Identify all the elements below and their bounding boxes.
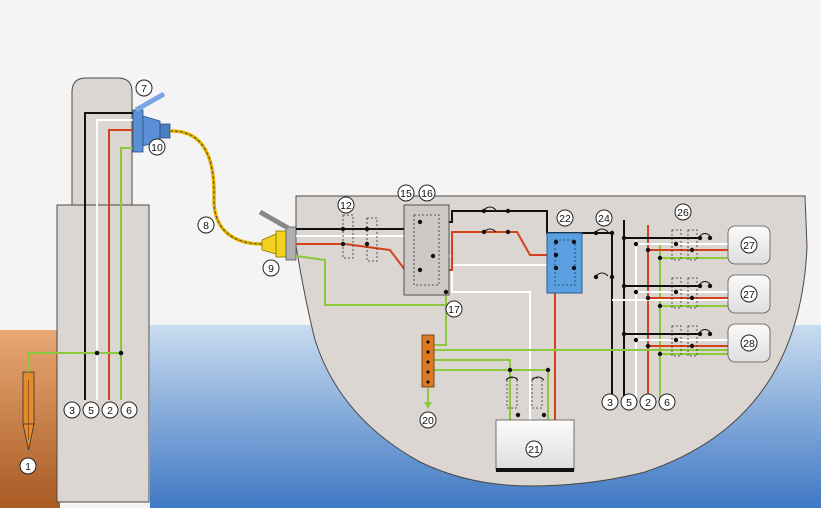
svg-text:17: 17 (448, 304, 460, 316)
breaker-12 (342, 214, 378, 262)
callout-6: 6 (120, 401, 138, 419)
earth-bar-icon (421, 334, 435, 388)
svg-text:9: 9 (268, 263, 274, 275)
callout-10: 10 (148, 138, 166, 156)
svg-text:27: 27 (743, 240, 755, 252)
svg-text:12: 12 (340, 200, 352, 212)
svg-text:27: 27 (743, 289, 755, 301)
callout-12: 12 (337, 196, 355, 214)
svg-text:3: 3 (607, 397, 613, 409)
callout-15: 15 (397, 184, 415, 202)
svg-text:10: 10 (151, 142, 163, 154)
svg-text:3: 3 (69, 405, 75, 417)
callout-21: 21 (525, 440, 543, 458)
svg-text:1: 1 (25, 461, 31, 473)
callout-16: 16 (418, 184, 436, 202)
callout-17: 17 (445, 300, 463, 318)
svg-text:26: 26 (677, 207, 689, 219)
callout-22: 22 (556, 209, 574, 227)
callout-20: 20 (419, 411, 437, 429)
busbar-22-inner (554, 239, 576, 286)
svg-text:20: 20 (422, 415, 434, 427)
callout-2: 2 (101, 401, 119, 419)
junction-dot (118, 350, 124, 356)
svg-text:2: 2 (107, 405, 113, 417)
svg-text:6: 6 (664, 397, 670, 409)
shore-plug-icon (132, 91, 171, 153)
branch-breakers (671, 229, 698, 357)
callout-2-boat: 2 (639, 393, 657, 411)
svg-text:7: 7 (141, 83, 147, 95)
svg-text:6: 6 (126, 405, 132, 417)
callout-1: 1 (19, 457, 37, 475)
callout-5: 5 (82, 401, 100, 419)
callout-27-b: 27 (740, 285, 758, 303)
callout-8: 8 (197, 216, 215, 234)
svg-text:21: 21 (528, 444, 540, 456)
earth-arrow (424, 402, 432, 409)
callout-7: 7 (135, 79, 153, 97)
svg-text:16: 16 (421, 188, 433, 200)
svg-text:24: 24 (598, 213, 610, 225)
svg-text:28: 28 (743, 338, 755, 350)
callout-24: 24 (595, 209, 613, 227)
ground-rod-icon (22, 371, 35, 451)
callouts: 1 3 5 2 6 7 10 8 9 12 15 16 17 20 21 22 … (19, 79, 758, 475)
svg-text:8: 8 (203, 220, 209, 232)
svg-text:2: 2 (645, 397, 651, 409)
svg-text:5: 5 (626, 397, 632, 409)
callout-28: 28 (740, 334, 758, 352)
callout-9: 9 (262, 259, 280, 277)
callout-3-boat: 3 (601, 393, 619, 411)
callout-26: 26 (674, 203, 692, 221)
callout-3: 3 (63, 401, 81, 419)
busbar-22 (546, 232, 583, 294)
callout-5-boat: 5 (620, 393, 638, 411)
isolation-transformer (403, 204, 450, 296)
pedestal-wires (27, 112, 133, 400)
callout-27-a: 27 (740, 236, 758, 254)
transformer-core (413, 214, 440, 286)
svg-text:5: 5 (88, 405, 94, 417)
junction-dots (340, 208, 713, 418)
callout-6-boat: 6 (658, 393, 676, 411)
junction-dot (94, 350, 100, 356)
svg-text:22: 22 (559, 213, 571, 225)
svg-text:15: 15 (400, 188, 412, 200)
boat-inlet-icon (258, 209, 297, 261)
